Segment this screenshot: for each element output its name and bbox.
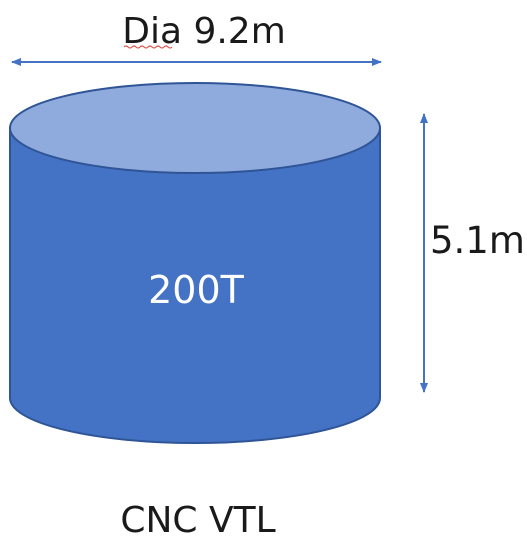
spellcheck-underline [123, 45, 173, 49]
height-label: 5.1m [430, 219, 525, 262]
capacity-label: 200T [148, 268, 245, 312]
diameter-label: Dia 9.2m [122, 11, 286, 52]
cylinder-top [9, 82, 381, 174]
cylinder-body [9, 127, 381, 444]
machine-label: CNC VTL [120, 500, 275, 538]
